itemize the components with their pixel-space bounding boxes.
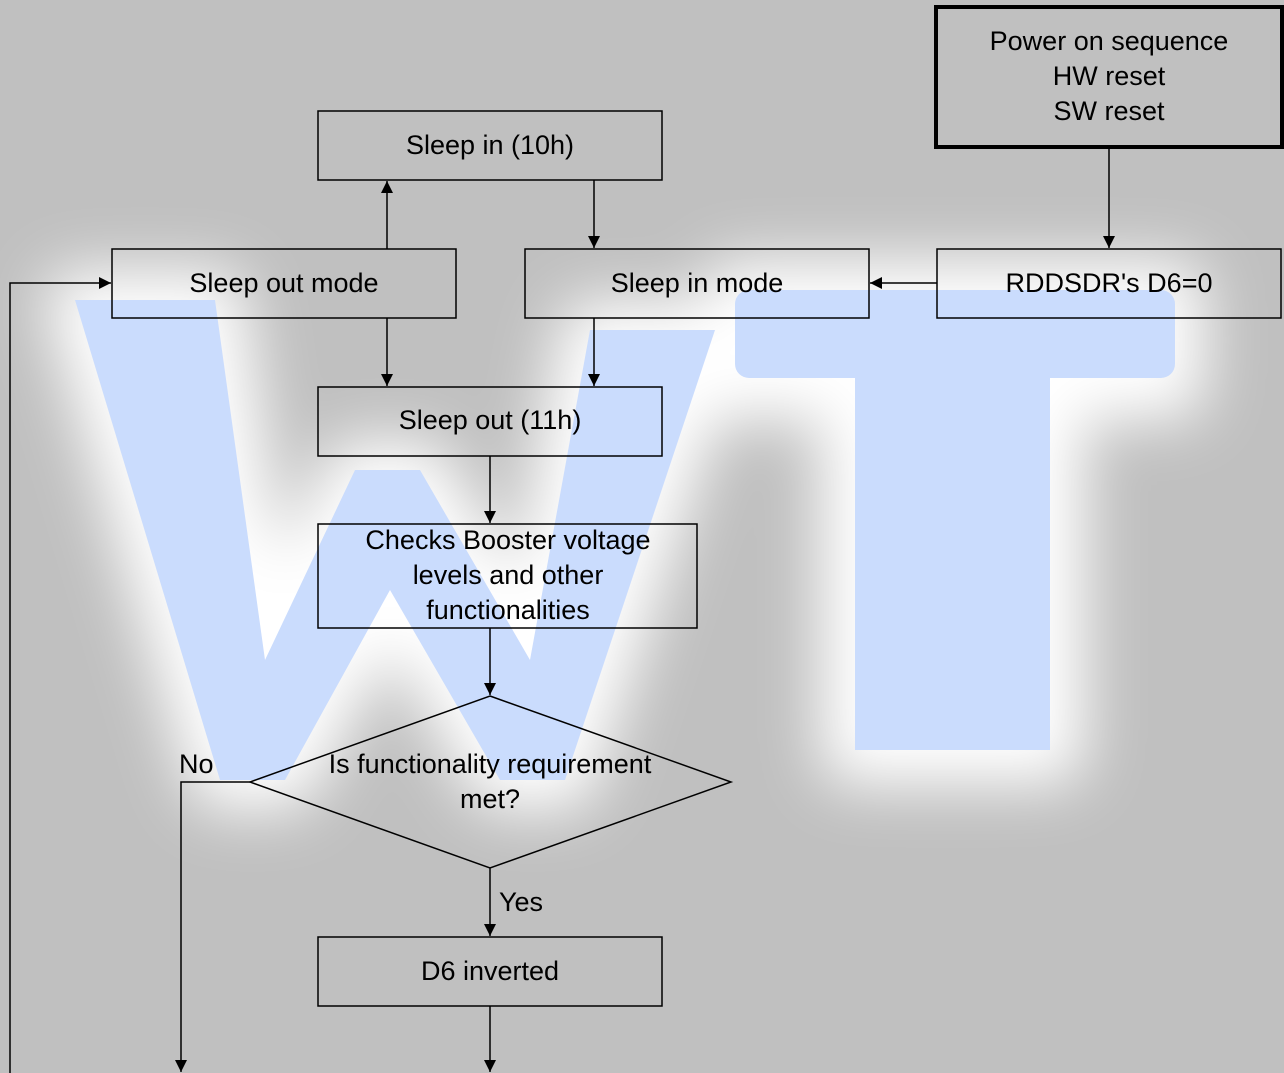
edge-label-no: No — [179, 749, 214, 779]
node-d6-inverted-label: D6 inverted — [421, 956, 559, 986]
node-checks-line-1: Checks Booster voltage — [365, 525, 650, 555]
node-power-on: Power on sequence HW reset SW reset — [934, 5, 1284, 149]
node-power-on-line-2: HW reset — [1053, 61, 1166, 91]
node-d6-inverted: D6 inverted — [317, 936, 663, 1007]
node-sleep-in-mode: Sleep in mode — [524, 248, 870, 319]
edges — [9, 147, 1115, 1073]
node-sleep-in-mode-label: Sleep in mode — [611, 268, 784, 298]
node-decision: Is functionality requirement met? — [247, 695, 734, 869]
node-sleep-out-mode: Sleep out mode — [111, 248, 457, 319]
node-sleep-in-cmd: Sleep in (10h) — [317, 110, 663, 181]
node-rddsdr-label: RDDSDR's D6=0 — [1006, 268, 1213, 298]
node-sleep-in-cmd-label: Sleep in (10h) — [406, 130, 574, 160]
node-rddsdr: RDDSDR's D6=0 — [936, 248, 1282, 319]
edge-decision-no — [175, 781, 250, 1072]
node-decision-line-2: met? — [460, 784, 520, 814]
node-checks-line-3: functionalities — [426, 595, 590, 625]
node-sleep-out-cmd-label: Sleep out (11h) — [399, 405, 582, 435]
node-power-on-line-1: Power on sequence — [990, 26, 1229, 56]
node-power-on-line-3: SW reset — [1053, 96, 1165, 126]
node-sleep-out-mode-label: Sleep out mode — [189, 268, 378, 298]
node-checks-line-2: levels and other — [413, 560, 604, 590]
node-decision-line-1: Is functionality requirement — [329, 749, 652, 779]
watermark-logo — [45, 260, 1205, 810]
node-checks: Checks Booster voltage levels and other … — [317, 523, 698, 629]
edge-loop-to-sleep-out-mode — [9, 277, 111, 1073]
edge-label-yes: Yes — [499, 887, 543, 917]
node-sleep-out-cmd: Sleep out (11h) — [317, 386, 663, 457]
